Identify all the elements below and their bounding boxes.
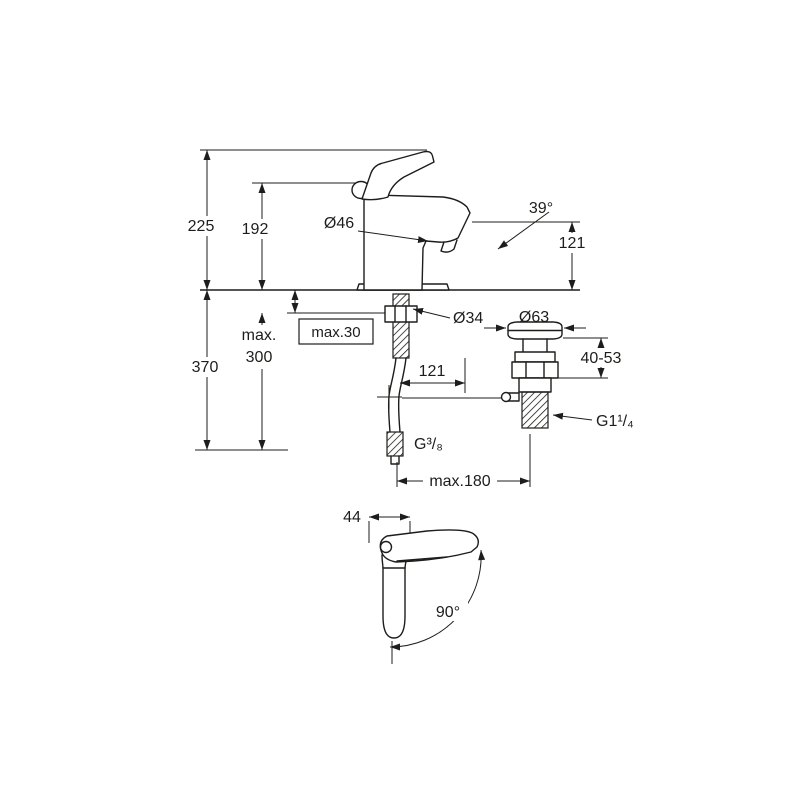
dim-waste-flange-diameter-label: Ø63 bbox=[519, 309, 549, 326]
dim-supply-thread-label: G³/₈ bbox=[414, 436, 443, 453]
dim-rod-offset-label: 121 bbox=[419, 363, 446, 380]
pivot-dot bbox=[379, 540, 393, 554]
dim-body-diameter-label: Ø46 bbox=[324, 215, 354, 232]
dim-waste-thread-label: G1¹/₄ bbox=[596, 413, 634, 430]
mounting-shank bbox=[384, 293, 418, 359]
dim-spout-angle-label: 39° bbox=[529, 200, 553, 217]
supply-hose bbox=[377, 357, 502, 465]
hose-fitting bbox=[386, 431, 404, 457]
dim-waste-range-label: 40-53 bbox=[581, 350, 622, 367]
dim-spout-base-height-label: 192 bbox=[242, 221, 269, 238]
aerator bbox=[440, 239, 458, 253]
label-backgrounds bbox=[185, 216, 625, 621]
dim-handle-swing-label: 90° bbox=[436, 604, 460, 621]
handle-side-view bbox=[379, 529, 480, 639]
dimension-labels: 225 370 192 max. 300 max.30 121 Ø63 40-5… bbox=[188, 200, 634, 621]
rod-ball-joint bbox=[500, 391, 512, 403]
faucet-front-view bbox=[351, 150, 471, 291]
dim-max-deck-thickness-label: max.30 bbox=[311, 324, 360, 341]
dim-max-mount-word-label: max. bbox=[242, 327, 277, 344]
dim-total-height-label: 370 bbox=[192, 359, 219, 376]
dim-spout-height-label: 121 bbox=[559, 235, 586, 252]
dim-max-mount-value-label: 300 bbox=[246, 349, 273, 366]
lever-handle bbox=[361, 150, 435, 201]
popup-waste-assembly bbox=[500, 321, 563, 429]
dim-handle-width-label: 44 bbox=[343, 509, 361, 526]
dim-overall-height-label: 225 bbox=[188, 218, 215, 235]
max-deck-thickness-box bbox=[298, 318, 374, 345]
clamp-cross bbox=[377, 385, 402, 409]
waste-hex-body bbox=[511, 361, 559, 379]
mounting-nut bbox=[384, 305, 418, 323]
waste-thread-tail bbox=[521, 391, 549, 429]
lever-side-profile bbox=[379, 529, 480, 563]
dim-max-rod-length-label: max.180 bbox=[429, 473, 490, 490]
dim-shank-diameter-label: Ø34 bbox=[453, 310, 483, 327]
